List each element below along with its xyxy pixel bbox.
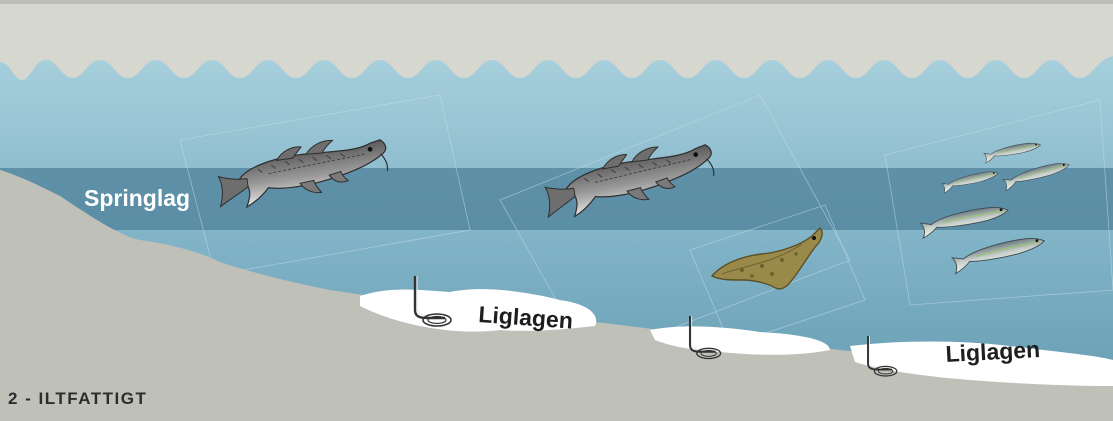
- thermocline-label: Springlag: [84, 185, 190, 211]
- figure-caption: 2 - ILTFATTIGT: [8, 389, 147, 409]
- sediment-label-right: Liglagen: [945, 336, 1041, 367]
